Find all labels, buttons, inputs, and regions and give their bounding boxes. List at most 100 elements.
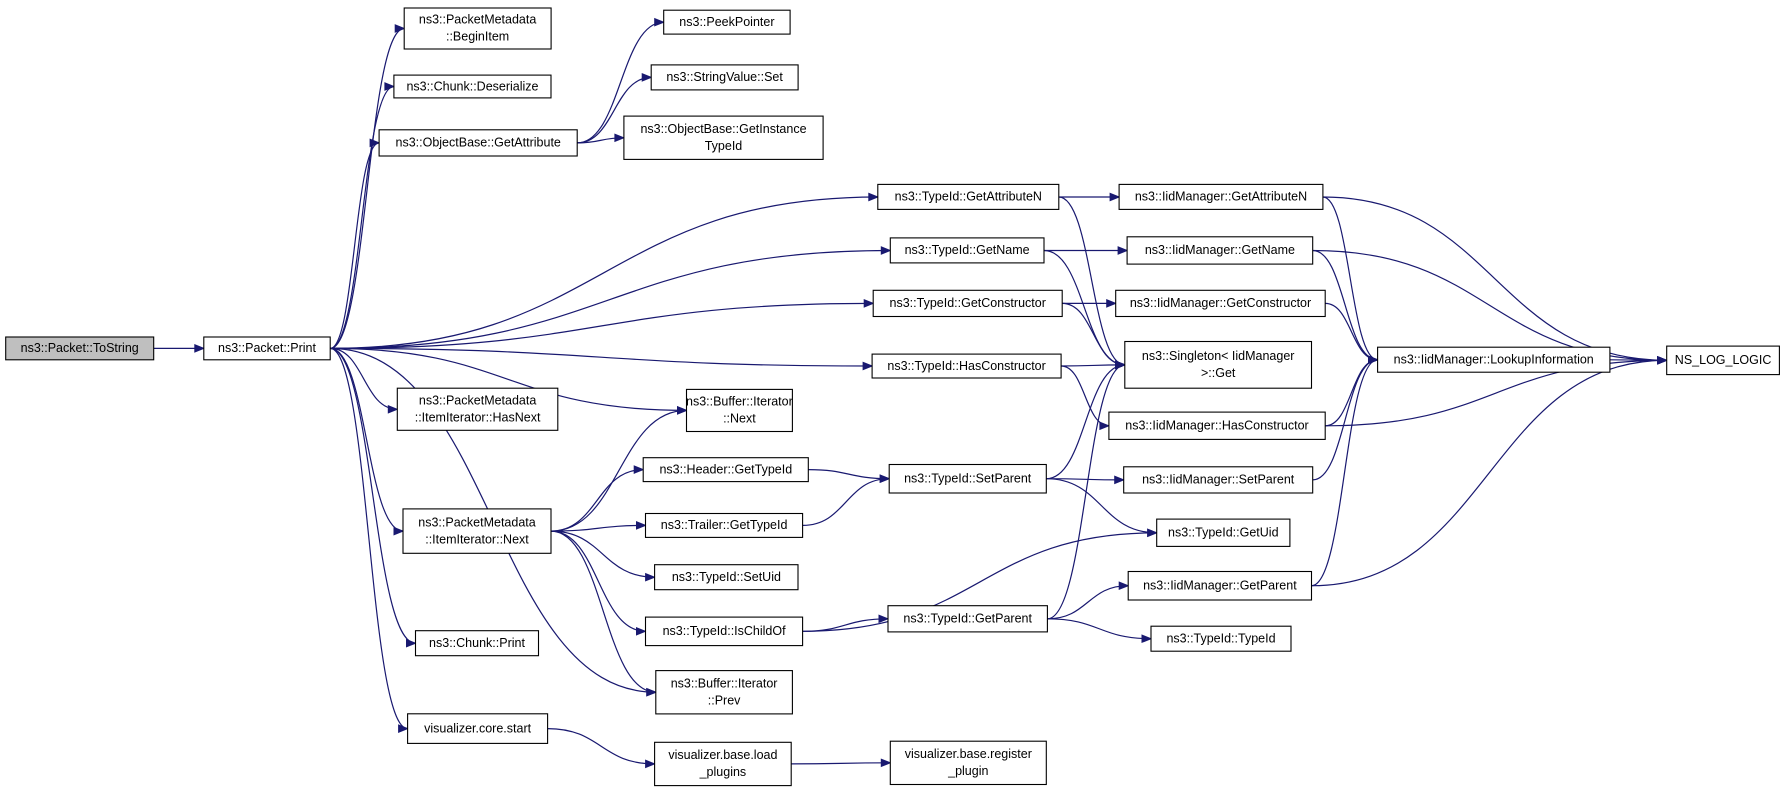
node-viz_core_start[interactable]: visualizer.core.start [407, 713, 549, 744]
node-iid_setparent[interactable]: ns3::IidManager::SetParent [1123, 466, 1314, 494]
edge-tid_setparent-to-singleton_get [1046, 364, 1125, 480]
node-iid_getname[interactable]: ns3::IidManager::GetName [1126, 236, 1314, 265]
edges-layer [153, 17, 1669, 769]
arrowhead-iid_getparent-to-iid_lookup [1368, 355, 1379, 365]
node-tid_setparent[interactable]: ns3::TypeId::SetParent [888, 463, 1047, 494]
arrowhead-viz_base_load-to-viz_base_register [880, 758, 892, 768]
node-label: ns3::IidManager::GetAttributeN [1135, 190, 1307, 204]
node-box [642, 457, 809, 483]
arrowhead-pm_ii_next-to-tid_ischildof [636, 626, 647, 636]
node-iid_getctor[interactable]: ns3::IidManager::GetConstructor [1115, 289, 1326, 318]
arrowhead-tid_getattrn-to-iid_getattrn [1109, 192, 1121, 202]
node-box [396, 387, 559, 431]
node-iid_getattrn[interactable]: ns3::IidManager::GetAttributeN [1118, 183, 1324, 210]
node-label: ns3::TypeId::SetParent [904, 472, 1032, 486]
node-iid_lookup[interactable]: ns3::IidManager::LookupInformation [1377, 346, 1611, 373]
node-label: visualizer.base.load [668, 748, 777, 762]
node-iid_getparent[interactable]: ns3::IidManager::GetParent [1127, 570, 1313, 601]
node-box [888, 463, 1047, 494]
node-label: ns3::Header::GetTypeId [659, 462, 792, 476]
node-label: ns3::TypeId::GetName [905, 243, 1030, 257]
arrowhead-viz_core_start-to-viz_base_load [645, 759, 656, 769]
node-stringvalue_set[interactable]: ns3::StringValue::Set [650, 64, 799, 91]
node-label: visualizer.core.start [424, 721, 532, 735]
edge-iid_getattrn-to-ns_log_logic [1322, 196, 1667, 361]
edge-print-to-pm_ii_hasnext [330, 347, 398, 410]
node-label: ns3::Packet::ToString [21, 341, 139, 355]
node-box [1108, 411, 1326, 440]
node-singleton_get[interactable]: ns3::Singleton< IidManager >::Get [1124, 340, 1313, 389]
node-print[interactable]: ns3::Packet::Print [203, 336, 331, 361]
node-label: ns3::TypeId::TypeId [1166, 631, 1275, 645]
node-box [1115, 289, 1326, 318]
node-tid_getattrn[interactable]: ns3::TypeId::GetAttributeN [877, 183, 1060, 210]
node-box [1377, 346, 1611, 373]
node-pm_ii_hasnext[interactable]: ns3::PacketMetadata::ItemIterator::HasNe… [396, 387, 559, 431]
node-iid_hasctor[interactable]: ns3::IidManager::HasConstructor [1108, 411, 1326, 440]
node-tid_hasctor[interactable]: ns3::TypeId::HasConstructor [871, 353, 1062, 379]
edge-pm_ii_next-to-header_gettid [550, 469, 644, 532]
node-box [407, 713, 549, 744]
node-label: ns3::IidManager::GetConstructor [1130, 296, 1311, 310]
node-chunk_print[interactable]: ns3::Chunk::Print [414, 630, 540, 657]
node-viz_base_load[interactable]: visualizer.base.load_plugins [654, 741, 792, 787]
edge-iid_setparent-to-iid_lookup [1312, 359, 1378, 481]
node-box [654, 741, 792, 787]
node-trailer_gettid[interactable]: ns3::Trailer::GetTypeId [644, 512, 804, 538]
edge-iid_getparent-to-iid_lookup [1311, 359, 1378, 587]
node-tid_setuid[interactable]: ns3::TypeId::SetUid [654, 564, 799, 591]
edge-print-to-buf_it_next [330, 347, 687, 411]
node-label: _plugin [947, 764, 988, 778]
node-header_gettid[interactable]: ns3::Header::GetTypeId [642, 457, 809, 483]
edge-tid_ischildof-to-tid_getuid [802, 532, 1157, 632]
edge-print-to-ob_getattr [329, 142, 380, 349]
node-ns_log_logic[interactable]: NS_LOG_LOGIC [1666, 345, 1780, 376]
node-box [1150, 625, 1292, 652]
node-label: ns3::PacketMetadata [419, 394, 536, 408]
node-buf_it_next[interactable]: ns3::Buffer::Iterator::Next [685, 388, 793, 433]
node-label: ns3::TypeId::GetParent [903, 612, 1032, 626]
node-tid_ischildof[interactable]: ns3::TypeId::IsChildOf [644, 616, 804, 647]
node-box [1156, 518, 1291, 547]
node-tid_getuid[interactable]: ns3::TypeId::GetUid [1156, 518, 1291, 547]
edge-print-to-chunk_deser [330, 85, 395, 349]
edge-viz_core_start-to-viz_base_load [547, 728, 655, 765]
node-label: ::Prev [708, 693, 741, 707]
node-buf_it_prev[interactable]: ns3::Buffer::Iterator::Prev [655, 670, 793, 715]
arrowhead-iid_getparent-to-ns_log_logic [1657, 355, 1669, 365]
arrowhead-print-to-tid_getattrn [868, 192, 880, 202]
node-chunk_deser[interactable]: ns3::Chunk::Deserialize [393, 74, 552, 99]
node-ob_getattr[interactable]: ns3::ObjectBase::GetAttribute [378, 129, 578, 157]
node-label: ns3::PeekPointer [679, 15, 774, 29]
edge-iid_getctor-to-iid_lookup [1325, 302, 1378, 361]
edge-pm_ii_next-to-trailer_gettid [550, 524, 646, 532]
node-label: ns3::TypeId::HasConstructor [887, 359, 1045, 373]
edge-print-to-tid_hasctor [330, 347, 873, 367]
node-label: ns3::IidManager::GetParent [1143, 579, 1297, 593]
node-label: ns3::Packet::Print [218, 341, 316, 355]
node-label: ns3::TypeId::SetUid [672, 570, 781, 584]
node-box [378, 129, 578, 157]
node-box [663, 9, 791, 35]
node-label: >::Get [1201, 366, 1236, 380]
node-tostring[interactable]: ns3::Packet::ToString [5, 336, 155, 361]
node-box [685, 388, 793, 433]
node-tid_typeid[interactable]: ns3::TypeId::TypeId [1150, 625, 1292, 652]
node-label: ns3::ObjectBase::GetInstance [640, 122, 806, 136]
arrowhead-tid_hasctor-to-iid_hasctor [1099, 421, 1111, 431]
edge-iid_getparent-to-ns_log_logic [1311, 359, 1667, 587]
node-tid_getname[interactable]: ns3::TypeId::GetName [889, 237, 1045, 264]
node-pm_ii_next[interactable]: ns3::PacketMetadata::ItemIterator::Next [402, 508, 552, 554]
node-tid_getparent[interactable]: ns3::TypeId::GetParent [887, 605, 1048, 633]
node-pm_beginitem[interactable]: ns3::PacketMetadata::BeginItem [403, 7, 552, 50]
node-peekpointer[interactable]: ns3::PeekPointer [663, 9, 791, 35]
node-tid_getctor[interactable]: ns3::TypeId::GetConstructor [872, 289, 1063, 318]
arrowhead-tid_getparent-to-iid_getparent [1118, 581, 1130, 591]
edge-ob_getattr-to-peekpointer [577, 21, 664, 144]
node-box [655, 670, 793, 715]
arrowhead-print-to-pm_beginitem [394, 24, 406, 33]
node-viz_base_register[interactable]: visualizer.base.register_plugin [889, 740, 1047, 786]
